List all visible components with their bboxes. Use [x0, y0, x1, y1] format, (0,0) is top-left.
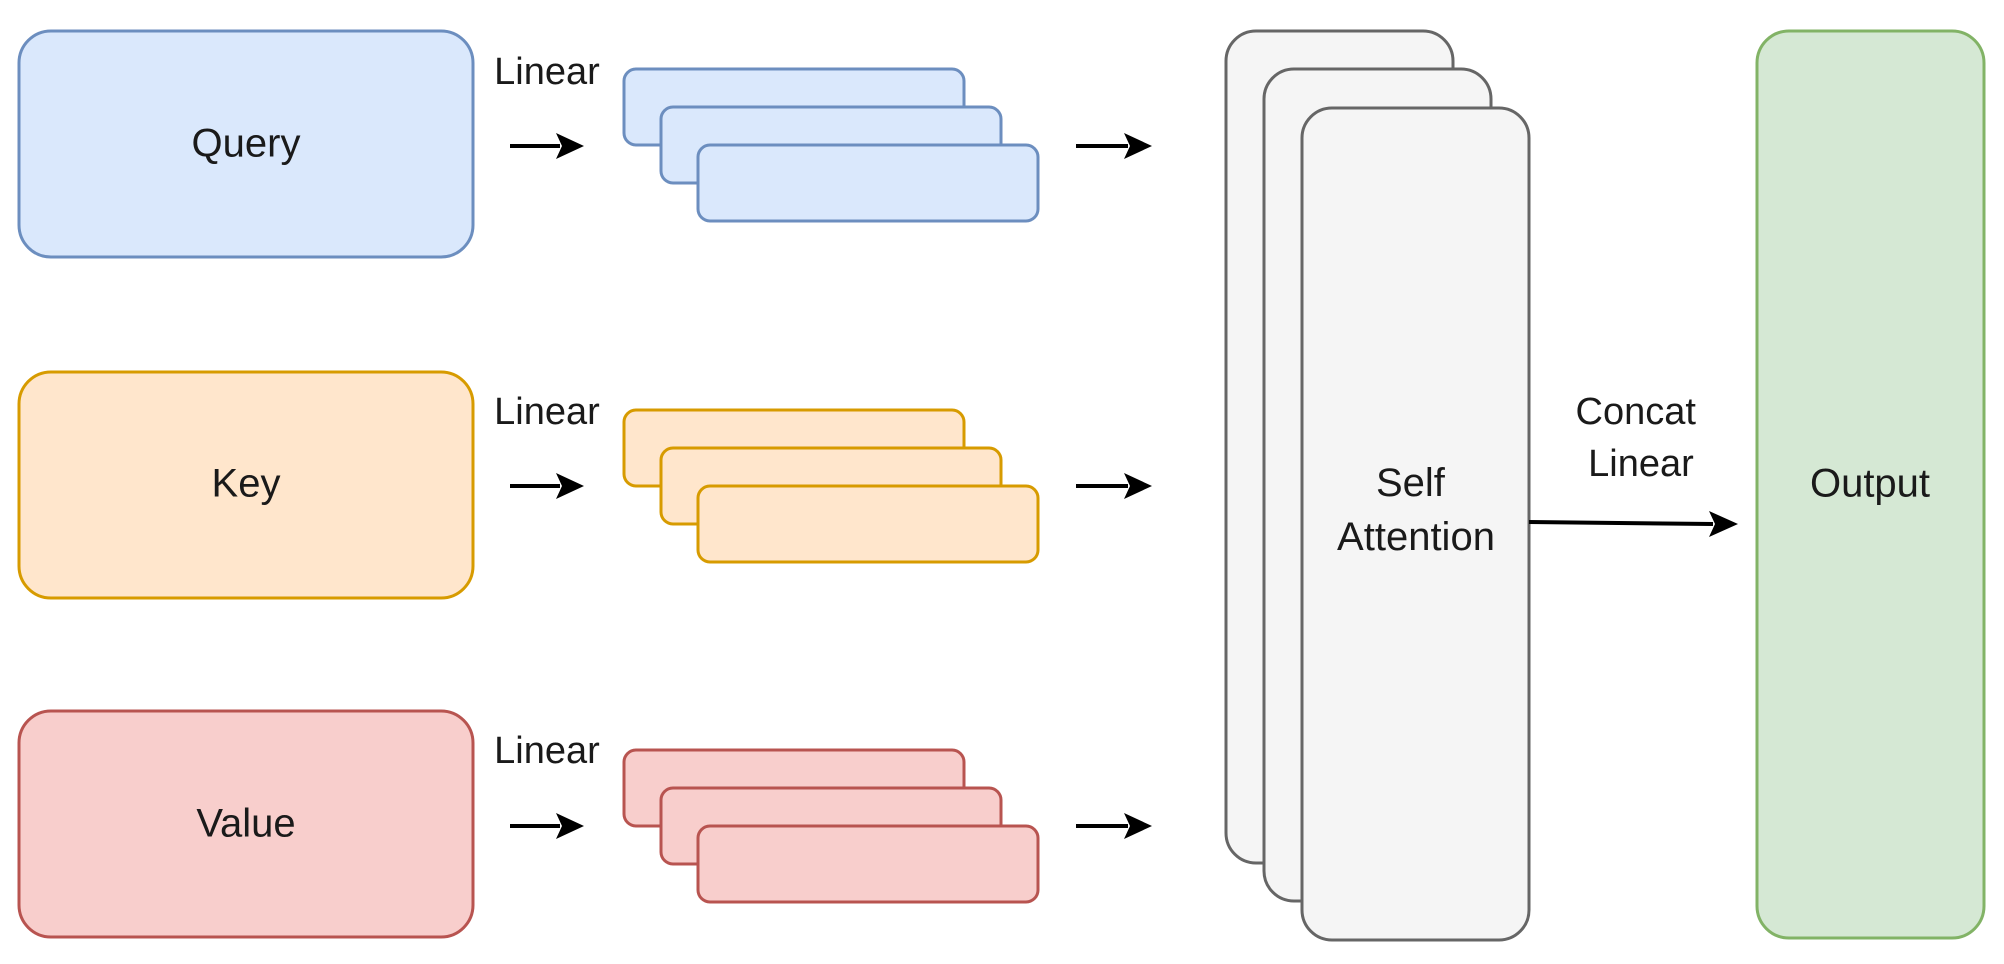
self-attention-label: Self Attention	[1337, 461, 1495, 559]
output-node: Output	[1755, 29, 1986, 940]
concat-linear-label-line1: Concat	[1576, 391, 1697, 433]
key-projection-stack	[622, 408, 1040, 564]
value-linear-label: Linear	[494, 730, 600, 772]
key-linear-label: Linear	[494, 391, 600, 433]
key-linear-arrow	[510, 473, 584, 499]
concat-linear-label-line2: Linear	[1588, 443, 1694, 485]
query-row: Query Linear	[17, 29, 1152, 259]
self-attention-label-line1: Self	[1376, 461, 1446, 505]
self-attention-stack: Self Attention	[1224, 29, 1531, 942]
key-box[interactable]	[17, 370, 475, 600]
query-box[interactable]	[17, 29, 475, 259]
query-projection-stack	[622, 67, 1040, 223]
value-to-attention-arrow	[1076, 813, 1152, 839]
query-to-attention-arrow	[1076, 133, 1152, 159]
key-head-3	[696, 484, 1040, 564]
query-head-3	[696, 143, 1040, 223]
value-row: Value Linear	[17, 709, 1152, 939]
query-label: Query	[192, 122, 301, 166]
query-linear-arrow	[510, 133, 584, 159]
output-label: Output	[1810, 462, 1930, 506]
key-label: Key	[212, 462, 281, 506]
concat-linear-label: Concat Linear	[1576, 391, 1707, 485]
value-label: Value	[196, 802, 295, 846]
self-attention-label-line2: Attention	[1337, 515, 1495, 559]
value-head-3	[696, 824, 1040, 904]
query-linear-label: Linear	[494, 51, 600, 93]
concat-linear-edge: Concat Linear	[1528, 391, 1738, 537]
value-box[interactable]	[17, 709, 475, 939]
value-linear-arrow	[510, 813, 584, 839]
concat-linear-arrow	[1528, 511, 1738, 537]
output-box[interactable]	[1755, 29, 1986, 940]
key-to-attention-arrow	[1076, 473, 1152, 499]
value-projection-stack	[622, 748, 1040, 904]
key-row: Key Linear	[17, 370, 1152, 600]
